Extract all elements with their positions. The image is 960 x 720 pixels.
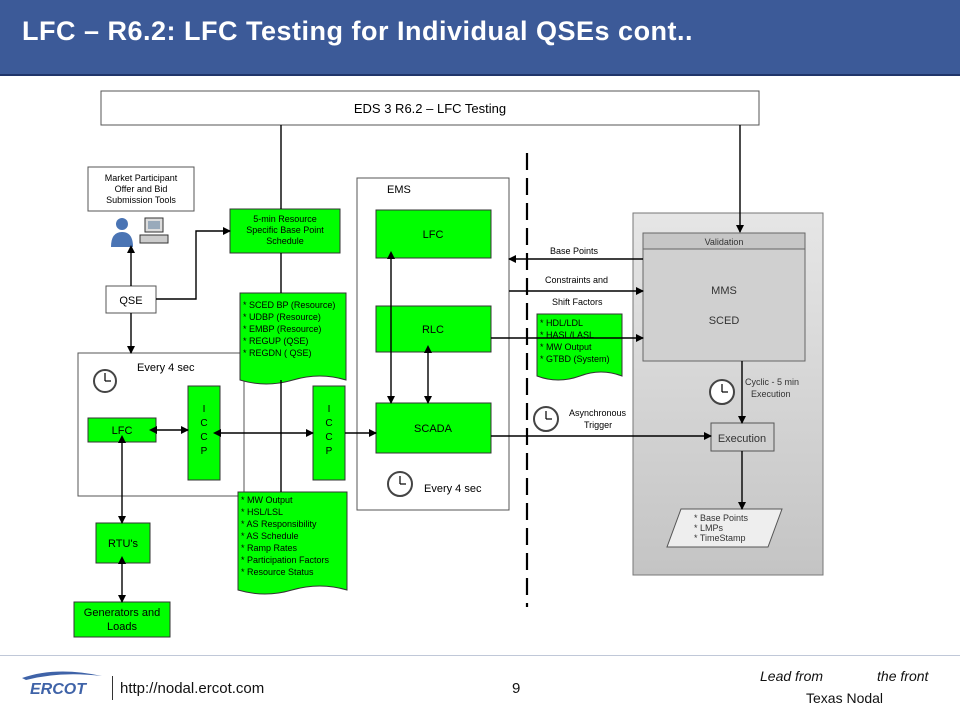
- qse-data-item: * EMBP (Resource): [243, 324, 321, 334]
- output-base-points: * Base Points: [694, 513, 749, 523]
- mp-line-1: Market Participant: [105, 173, 178, 183]
- footer-divider: [0, 655, 960, 656]
- qse-data-item: * SCED BP (Resource): [243, 300, 335, 310]
- telemetry-item: * HSL/LSL: [241, 507, 283, 517]
- ems-scada-label: SCADA: [414, 423, 453, 435]
- iccp-qse-box: I C C P: [187, 385, 221, 481]
- mms-label: MMS: [711, 285, 737, 297]
- sced-input-item: * GTBD (System): [540, 354, 610, 364]
- shift-factors-label: Shift Factors: [552, 297, 603, 307]
- schedule-box: [229, 208, 341, 254]
- tagline-part-1: Lead from: [760, 668, 824, 684]
- qse-data-item: * REGUP (QSE): [243, 336, 308, 346]
- qse-data-item: * REGDN ( QSE): [243, 348, 312, 358]
- user-icon: [111, 218, 133, 247]
- ems-lfc-label: LFC: [423, 229, 444, 241]
- ems-rlc-label: RLC: [422, 324, 444, 336]
- async-label-2: Trigger: [584, 420, 612, 430]
- tagline-part-2: the front: [877, 668, 929, 684]
- sced-input-item: * MW Output: [540, 342, 592, 352]
- sced-input-item: * HDL/LDL: [540, 318, 583, 328]
- sced-label: SCED: [709, 315, 740, 327]
- qse-data-document: [239, 292, 347, 385]
- output-lmps: * LMPs: [694, 523, 724, 533]
- sced-input-item: * HASL/LASL: [540, 330, 594, 340]
- footer-separator: [112, 676, 113, 700]
- schedule-line-3: Schedule: [266, 236, 304, 246]
- ercot-logo: ERCOT: [16, 664, 106, 705]
- telemetry-item: * Participation Factors: [241, 555, 330, 565]
- telemetry-item: * Ramp Rates: [241, 543, 298, 553]
- async-label-1: Asynchronous: [569, 408, 627, 418]
- lfc-testing-diagram: EDS 3 R6.2 – LFC Testing Validation MMS …: [73, 90, 824, 638]
- constraints-label: Constraints and: [545, 275, 608, 285]
- ems-label: EMS: [387, 184, 411, 196]
- logo-text: ERCOT: [30, 681, 87, 698]
- connectors: [118, 125, 746, 603]
- telemetry-item: * AS Schedule: [241, 531, 299, 541]
- telemetry-item: * MW Output: [241, 495, 293, 505]
- ems-rlc-box: [375, 305, 492, 353]
- mp-line-3: Submission Tools: [106, 195, 176, 205]
- texas-nodal-label: Texas Nodal: [806, 690, 884, 706]
- validation-label: Validation: [705, 237, 744, 247]
- clock-icon: [709, 379, 735, 405]
- market-participant-box: Market Participant Offer and Bid Submiss…: [87, 166, 195, 212]
- ems-lfc-box: [375, 209, 492, 259]
- base-points-label: Base Points: [550, 246, 599, 256]
- cyclic-label-1: Cyclic - 5 min: [745, 377, 799, 387]
- ems-scada-box: [375, 402, 492, 454]
- qse-lfc-label: LFC: [112, 425, 133, 437]
- cyclic-label-2: Execution: [751, 389, 791, 399]
- ems-every-4-sec: Every 4 sec: [424, 483, 482, 495]
- sced-inputs-document: [536, 313, 623, 381]
- execution-label: Execution: [718, 433, 766, 445]
- computer-icon: [139, 217, 169, 244]
- schedule-line-2: Specific Base Point: [246, 225, 324, 235]
- qse-box: [105, 285, 157, 314]
- iccp-letter: I: [328, 404, 331, 415]
- mms-panel: Validation MMS SCED Execution Cyclic - 5…: [632, 212, 824, 576]
- iccp-ercot-box: I C C P: [312, 385, 346, 481]
- tagline: Lead from the front: [760, 668, 928, 684]
- qse-label: QSE: [119, 295, 142, 307]
- qse-every-4-sec: Every 4 sec: [137, 362, 195, 374]
- iccp-letter: C: [325, 432, 332, 443]
- output-timestamp: * TimeStamp: [694, 533, 746, 543]
- iccp-letter: C: [325, 418, 332, 429]
- title-bar: LFC – R6.2: LFC Testing for Individual Q…: [0, 0, 960, 76]
- generators-box: [73, 601, 171, 638]
- rtus-label: RTU's: [108, 538, 139, 550]
- mp-line-2: Offer and Bid: [115, 184, 168, 194]
- clock-icon: [93, 369, 117, 393]
- page-number: 9: [512, 680, 521, 697]
- clock-icon: [533, 406, 559, 432]
- generators-label-1: Generators and: [84, 607, 160, 619]
- clock-icon: [387, 471, 413, 497]
- qse-data-item: * UDBP (Resource): [243, 312, 321, 322]
- banner-label: EDS 3 R6.2 – LFC Testing: [354, 101, 506, 116]
- telemetry-document: [237, 491, 348, 595]
- iccp-letter: C: [200, 432, 207, 443]
- iccp-letter: P: [201, 446, 208, 457]
- telemetry-item: * AS Responsibility: [241, 519, 317, 529]
- iccp-letter: C: [200, 418, 207, 429]
- generators-label-2: Loads: [107, 621, 137, 633]
- ercot-logo-icon: ERCOT: [22, 671, 102, 698]
- iccp-letter: I: [203, 404, 206, 415]
- top-banner: EDS 3 R6.2 – LFC Testing: [100, 90, 760, 126]
- footer-url[interactable]: http://nodal.ercot.com: [120, 680, 265, 697]
- schedule-line-1: 5-min Resource: [253, 214, 317, 224]
- iccp-letter: P: [326, 446, 333, 457]
- page-title: LFC – R6.2: LFC Testing for Individual Q…: [22, 16, 694, 46]
- telemetry-item: * Resource Status: [241, 567, 314, 577]
